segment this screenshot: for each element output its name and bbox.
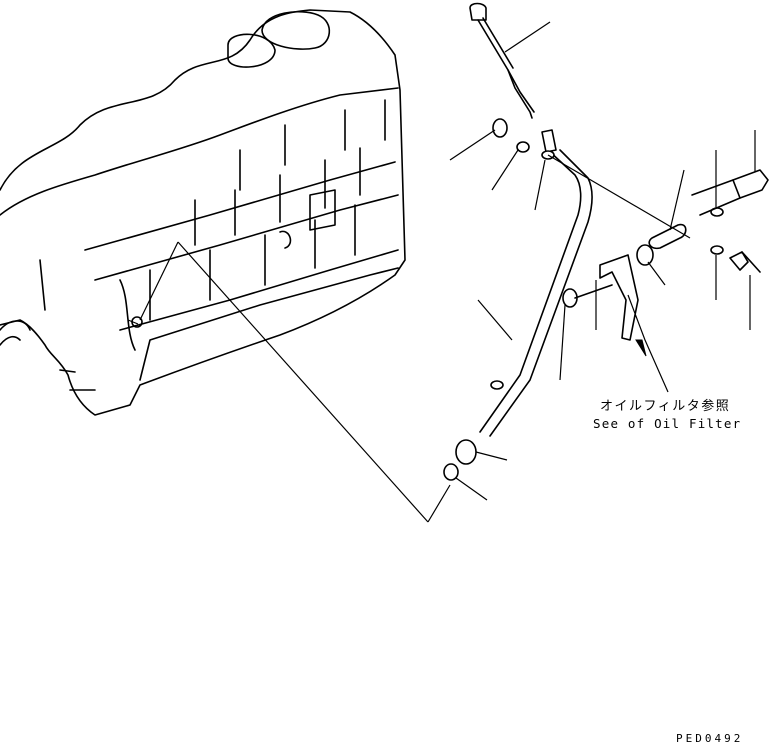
note-english: See of Oil Filter bbox=[593, 416, 741, 431]
note-japanese: オイルフィルタ参照 bbox=[600, 398, 730, 414]
clamp-and-bracket bbox=[574, 169, 769, 341]
dipstick-guide-tube bbox=[479, 129, 593, 437]
drawing-code: PED0492 bbox=[676, 732, 743, 743]
engine-block bbox=[0, 9, 406, 416]
leader-lines bbox=[127, 21, 756, 523]
dipstick bbox=[469, 2, 535, 119]
